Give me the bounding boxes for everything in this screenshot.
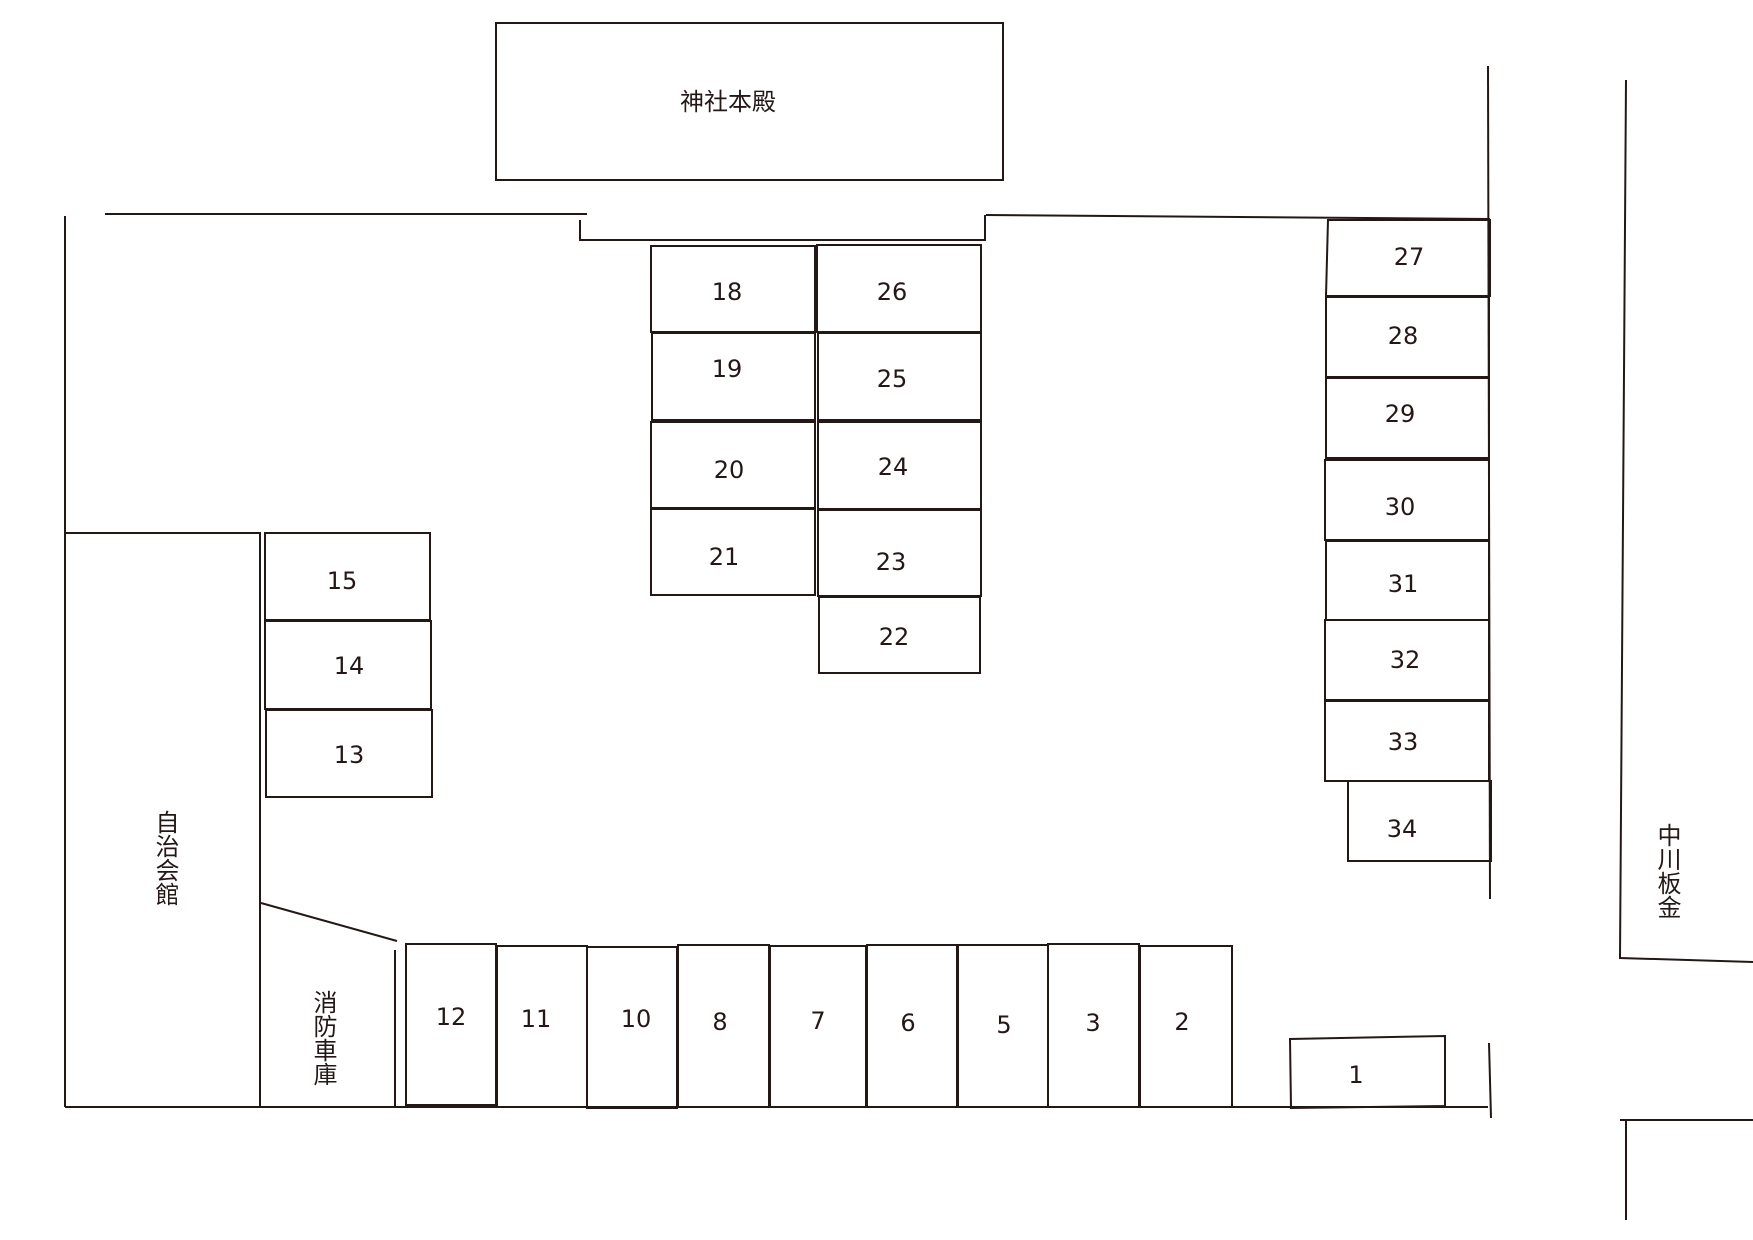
space-number: 22 bbox=[879, 623, 910, 651]
shrine-label: 神社本殿 bbox=[680, 88, 776, 116]
space-number: 18 bbox=[712, 278, 743, 306]
parking-space: 22 bbox=[818, 596, 981, 674]
space-number: 7 bbox=[810, 1007, 825, 1035]
parking-space: 30 bbox=[1324, 459, 1490, 541]
parking-space: 10 bbox=[586, 946, 678, 1109]
bottom-row-spaces: 12 11 10 8 7 6 5 3 bbox=[405, 943, 1446, 1110]
neighbor-property: 中川板金 bbox=[1618, 79, 1753, 1220]
parking-space: 34 bbox=[1347, 780, 1492, 862]
space-number: 20 bbox=[714, 456, 745, 484]
parking-space: 6 bbox=[866, 944, 958, 1108]
parking-space: 3 bbox=[1047, 943, 1140, 1108]
parking-space: 20 bbox=[650, 421, 816, 509]
parking-space: 1 bbox=[1288, 1034, 1446, 1110]
parking-space: 2 bbox=[1139, 945, 1233, 1108]
parking-space: 23 bbox=[817, 509, 982, 597]
right-column-spaces: 27 28 29 30 31 32 33 34 bbox=[1324, 219, 1492, 862]
parking-space: 11 bbox=[496, 945, 588, 1108]
space-number: 25 bbox=[877, 365, 908, 393]
neighbor-label: 中川板金 bbox=[1653, 823, 1681, 919]
space-number: 1 bbox=[1348, 1061, 1363, 1089]
fire-garage-label: 消防車庫 bbox=[309, 990, 337, 1086]
space-number: 6 bbox=[900, 1009, 915, 1037]
space-number: 31 bbox=[1388, 570, 1419, 598]
parking-space: 18 bbox=[650, 245, 816, 333]
space-number: 33 bbox=[1388, 728, 1419, 756]
space-number: 29 bbox=[1385, 400, 1416, 428]
space-number: 14 bbox=[334, 652, 365, 680]
parking-space: 26 bbox=[816, 244, 982, 333]
space-number: 13 bbox=[334, 741, 365, 769]
center-block-spaces: 18 19 20 21 26 25 24 23 bbox=[650, 244, 982, 674]
space-number: 11 bbox=[521, 1005, 552, 1033]
space-number: 34 bbox=[1387, 815, 1418, 843]
space-number: 12 bbox=[436, 1003, 467, 1031]
space-number: 23 bbox=[876, 548, 907, 576]
parking-space: 7 bbox=[769, 945, 867, 1108]
space-number: 26 bbox=[877, 278, 908, 306]
space-number: 5 bbox=[996, 1011, 1011, 1039]
parking-space: 29 bbox=[1325, 377, 1490, 459]
parking-space: 27 bbox=[1324, 219, 1491, 297]
space-number: 8 bbox=[712, 1008, 727, 1036]
parking-space: 13 bbox=[265, 709, 433, 798]
space-number: 30 bbox=[1385, 493, 1416, 521]
lot-boundary-lines bbox=[64, 65, 1492, 1119]
parking-space: 14 bbox=[264, 620, 432, 710]
parking-space: 12 bbox=[405, 943, 497, 1106]
parking-space: 15 bbox=[264, 532, 431, 621]
parking-space: 33 bbox=[1324, 700, 1490, 782]
space-number: 27 bbox=[1394, 243, 1425, 271]
space-number: 10 bbox=[621, 1005, 652, 1033]
space-number: 21 bbox=[709, 543, 740, 571]
space-number: 28 bbox=[1388, 322, 1419, 350]
space-number: 3 bbox=[1085, 1009, 1100, 1037]
parking-space: 28 bbox=[1325, 296, 1490, 378]
parking-space: 32 bbox=[1324, 619, 1490, 701]
parking-space: 25 bbox=[817, 332, 982, 421]
shrine-building: 神社本殿 bbox=[495, 22, 1004, 181]
left-column-spaces: 15 14 13 bbox=[264, 532, 433, 798]
space-number: 2 bbox=[1174, 1008, 1189, 1036]
parking-space: 24 bbox=[817, 421, 982, 510]
fire-garage: 消防車庫 bbox=[309, 990, 337, 1086]
space-number: 24 bbox=[878, 453, 909, 481]
parking-space: 19 bbox=[651, 332, 816, 421]
parking-space: 31 bbox=[1325, 540, 1490, 621]
community-hall: 自治会館 bbox=[65, 532, 261, 1107]
parking-space: 8 bbox=[677, 944, 770, 1108]
space-number: 15 bbox=[327, 567, 358, 595]
parking-space: 5 bbox=[957, 944, 1049, 1108]
space-number: 32 bbox=[1390, 646, 1421, 674]
community-hall-label: 自治会館 bbox=[151, 810, 179, 906]
space-number: 19 bbox=[712, 355, 743, 383]
parking-space: 21 bbox=[650, 508, 816, 596]
